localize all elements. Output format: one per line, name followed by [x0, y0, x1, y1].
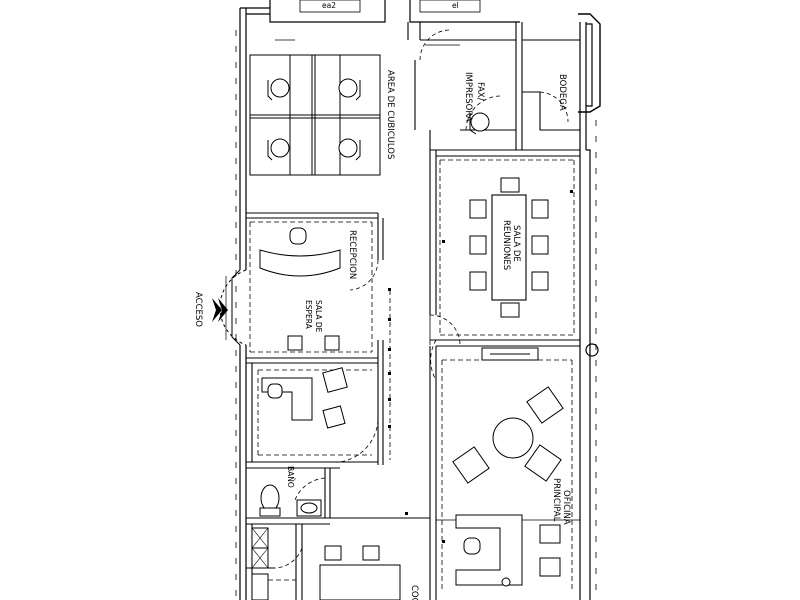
entrance-arrow-icon	[212, 298, 228, 322]
kitchen-furniture	[251, 527, 401, 600]
meeting-label-line2: REUNIONES	[501, 220, 511, 270]
wall-markers	[388, 190, 573, 543]
entrance-opening	[219, 269, 247, 346]
interior-walls	[246, 22, 580, 600]
meeting-table	[491, 194, 527, 301]
top-partial-left-label: ea2	[322, 1, 336, 10]
meeting-label-line1: SALA DE	[511, 225, 521, 262]
reception-desk	[259, 227, 341, 277]
storage-label: BODEGA	[557, 74, 567, 111]
cubicle-chairs	[267, 78, 361, 161]
waiting-label-line1: SALA DE	[314, 300, 323, 333]
principal-office-furniture	[452, 347, 564, 587]
cubicle-desks	[249, 54, 381, 176]
meeting-chairs	[469, 177, 549, 318]
fax-label-line1: FAX/	[475, 82, 485, 101]
bathroom-fixtures	[259, 484, 322, 517]
entrance-label: ACCESO	[193, 292, 203, 327]
top-partial-details	[275, 0, 481, 46]
fax-printer-furniture	[469, 112, 490, 135]
waiting-label-line2: ESPERA	[304, 300, 313, 330]
reception-label: RECEPCION	[347, 230, 357, 279]
outer-walls	[239, 0, 601, 600]
bathroom-label: BAÑO	[286, 466, 295, 488]
door-swings	[274, 29, 569, 569]
top-partial-right-label: el	[452, 1, 459, 10]
exterior-hatch	[235, 30, 597, 600]
kitchen-label: COC	[409, 585, 419, 600]
office-label-line2: PRINCIPAL	[551, 478, 561, 522]
fax-label-line2: IMPRESORA	[463, 72, 473, 122]
waiting-chairs	[287, 335, 340, 351]
cubicles-label: AREA DE CUBICULOS	[385, 70, 395, 159]
office-label-line1: OFICINA	[561, 490, 571, 525]
small-office-furniture	[261, 367, 348, 429]
